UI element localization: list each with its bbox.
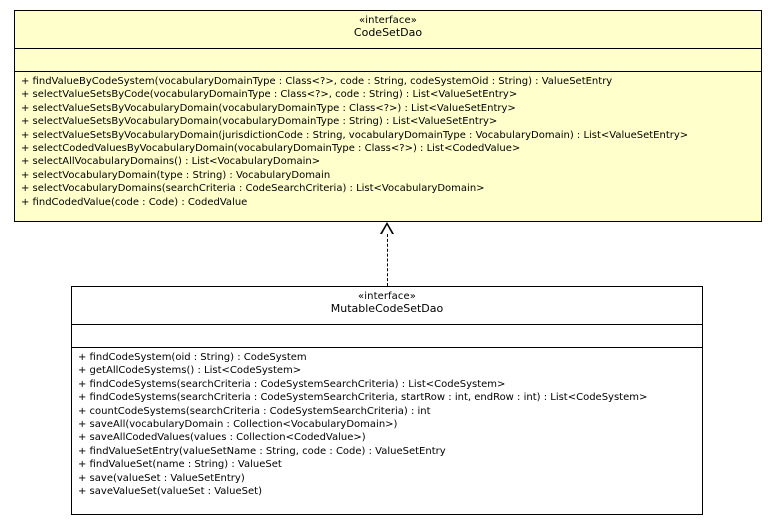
uml-operation: + findCodeSystems(searchCriteria : CodeS… [78,392,648,404]
uml-operation: + findCodeSystems(searchCriteria : CodeS… [78,378,506,390]
uml-operation: + selectVocabularyDomains(searchCriteria… [21,183,485,195]
uml-operation: + selectValueSetsByVocabularyDomain(voca… [21,102,516,114]
uml-operation: + findValueByCodeSystem(vocabularyDomain… [21,76,613,87]
uml-operation: + findValueSet(name : String) : ValueSet [78,459,282,471]
uml-attributes-codesetdao [15,49,761,72]
uml-relationship-realization[interactable] [380,222,394,286]
dashed-connector-line [386,234,388,286]
uml-operation: + selectValueSetsByVocabularyDomain(voca… [21,116,498,128]
uml-class-header-codesetdao: «interface» CodeSetDao [15,11,761,49]
uml-class-mutablecodesetdao[interactable]: «interface» MutableCodeSetDao + findCode… [71,286,703,515]
uml-operation: + save(valueSet : ValueSetEntry) [78,472,245,484]
uml-stereotype-codesetdao: «interface» [359,15,417,26]
uml-class-name-mutablecodesetdao: MutableCodeSetDao [330,301,444,315]
uml-operation: + saveValueSet(valueSet : ValueSet) [78,486,262,498]
uml-operation: + findCodeSystem(oid : String) : CodeSys… [78,352,307,363]
uml-stereotype-mutablecodesetdao: «interface» [358,291,416,302]
uml-class-codesetdao[interactable]: «interface» CodeSetDao + findValueByCode… [14,10,762,222]
uml-class-header-mutablecodesetdao: «interface» MutableCodeSetDao [72,287,702,325]
uml-operation: + selectValueSetsByCode(vocabularyDomain… [21,89,518,101]
uml-operation: + getAllCodeSystems() : List<CodeSystem> [78,365,302,377]
uml-operations-mutablecodesetdao: + findCodeSystem(oid : String) : CodeSys… [72,348,702,501]
uml-operation: + countCodeSystems(searchCriteria : Code… [78,405,431,417]
uml-class-name-codesetdao: CodeSetDao [353,25,423,39]
uml-operation: + saveAllCodedValues(values : Collection… [78,432,366,444]
uml-operation: + selectValueSetsByVocabularyDomain(juri… [21,129,689,141]
uml-operation: + selectVocabularyDomain(type : String) … [21,169,331,181]
uml-operation: + saveAll(vocabularyDomain : Collection<… [78,419,398,431]
uml-operation: + findCodedValue(code : Code) : CodedVal… [21,196,248,208]
uml-operation: + selectCodedValuesByVocabularyDomain(vo… [21,143,521,155]
uml-operations-codesetdao: + findValueByCodeSystem(vocabularyDomain… [15,72,761,212]
uml-operation: + findValueSetEntry(valueSetName : Strin… [78,445,446,457]
uml-operation: + selectAllVocabularyDomains() : List<Vo… [21,156,321,168]
uml-attributes-mutablecodesetdao [72,325,702,348]
